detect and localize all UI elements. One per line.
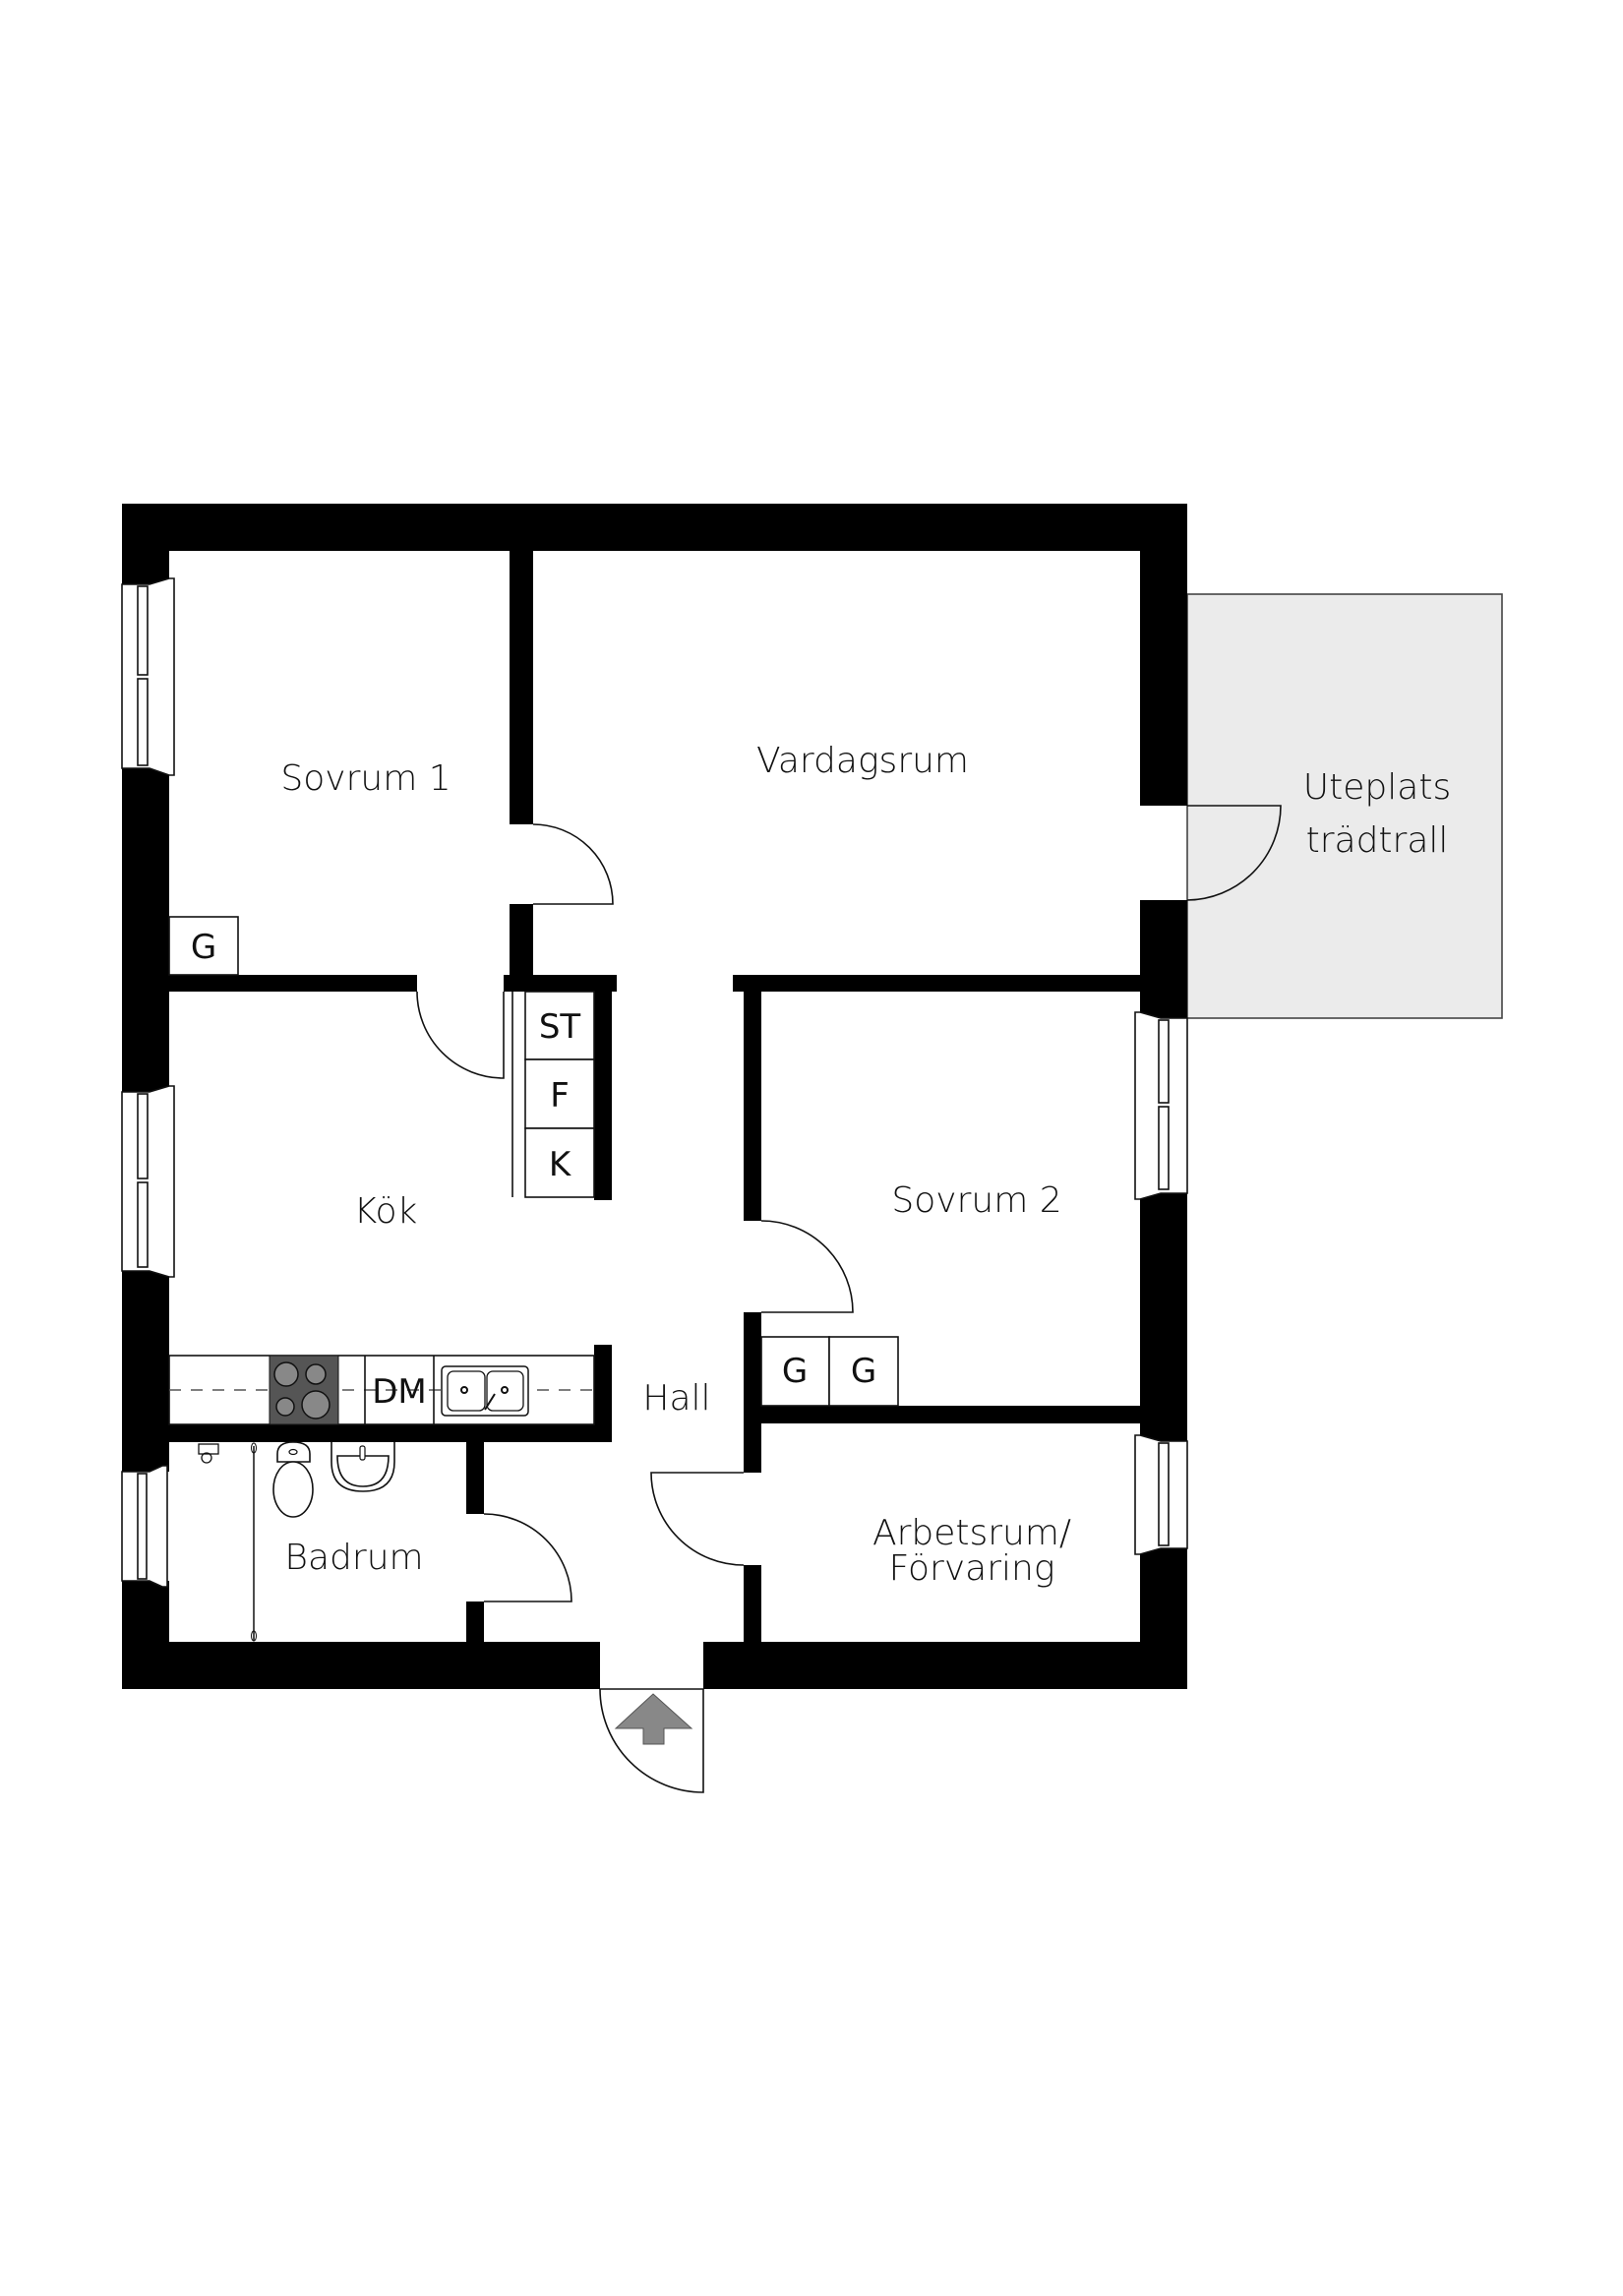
cabinet-k-label: K xyxy=(549,1145,572,1184)
shower-icon xyxy=(198,1443,219,1464)
wardrobe-label: G xyxy=(782,1352,808,1391)
door-kok[interactable] xyxy=(416,991,505,1079)
interior-walls xyxy=(169,551,1140,1642)
window-kok xyxy=(121,1085,175,1278)
room-label-badrum: Badrum xyxy=(284,1538,423,1578)
bathroom-fixtures xyxy=(198,1441,395,1642)
room-label-vardagsrum: Vardagsrum xyxy=(756,741,969,781)
window-arbetsrum xyxy=(1134,1434,1188,1555)
door-uteplats[interactable] xyxy=(1186,805,1282,901)
window-sovrum2 xyxy=(1134,1011,1188,1200)
wardrobes-sovrum2: G G xyxy=(760,1336,899,1407)
wardrobe-sovrum1: G xyxy=(168,916,239,976)
cabinet-st-label: ST xyxy=(539,1007,581,1047)
entrance-arrow-icon xyxy=(614,1693,693,1745)
sink-icon xyxy=(441,1365,529,1417)
room-label-sovrum2: Sovrum 2 xyxy=(891,1180,1061,1221)
room-label-sovrum1: Sovrum 1 xyxy=(280,758,451,799)
entrance-door[interactable] xyxy=(599,1688,704,1793)
room-label-uteplats-1: Uteplats xyxy=(1303,767,1451,808)
window-sovrum1 xyxy=(121,577,175,776)
room-label-arbetsrum-1: Arbetsrum/ xyxy=(872,1513,1071,1553)
wardrobe-label: G xyxy=(191,928,216,967)
room-label-arbetsrum-2: Förvaring xyxy=(889,1548,1055,1589)
dishwasher-label: DM xyxy=(372,1372,427,1412)
room-label-kok: Kök xyxy=(354,1191,418,1232)
wardrobe-label: G xyxy=(851,1352,876,1391)
window-badrum xyxy=(121,1465,168,1588)
toilet-icon xyxy=(272,1441,314,1518)
kitchen-counter: DM xyxy=(168,1355,595,1425)
cabinet-f-label: F xyxy=(550,1076,570,1116)
washbasin-icon xyxy=(331,1442,395,1492)
door-badrum[interactable] xyxy=(483,1513,572,1602)
door-arbetsrum[interactable] xyxy=(650,1472,745,1566)
room-label-uteplats-2: trädtrall xyxy=(1306,820,1449,861)
room-labels: Sovrum 1 Vardagsrum Uteplats trädtrall K… xyxy=(280,741,1451,1589)
door-sovrum2[interactable] xyxy=(760,1220,854,1313)
cooktop-icon xyxy=(269,1355,339,1425)
door-sovrum1[interactable] xyxy=(532,823,614,905)
kitchen-cabinets: ST F K xyxy=(511,991,595,1198)
room-label-hall: Hall xyxy=(642,1378,710,1419)
outer-walls xyxy=(122,504,1187,1689)
